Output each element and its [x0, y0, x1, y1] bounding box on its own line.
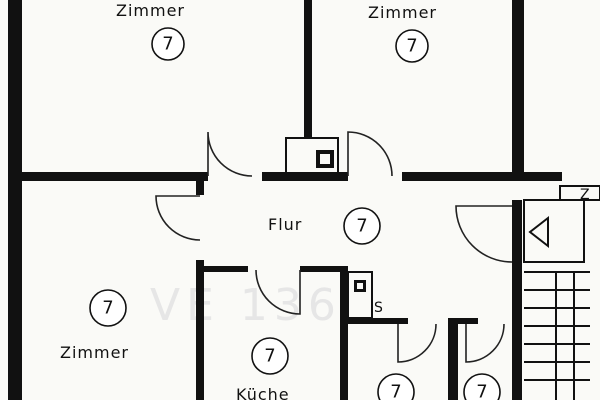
watermark-text: VE 136	[150, 280, 342, 331]
wall-horizontal-left	[8, 172, 208, 181]
wall-hall-left-upper	[196, 181, 204, 195]
door-left-room	[155, 195, 201, 241]
room-label-top-middle: Zimmer	[368, 3, 437, 22]
outer-wall-left	[8, 0, 22, 400]
door-bath1	[397, 323, 437, 363]
room-number-badge-bath2	[463, 373, 501, 400]
wall-stair	[512, 200, 522, 400]
stair-arrow-icon	[528, 215, 549, 249]
wall-bath1-top	[348, 318, 408, 324]
room-number-badge-left	[89, 289, 127, 327]
stair-mark-box	[559, 185, 600, 201]
room-number-badge-kitchen	[251, 337, 289, 375]
room-label-top-left: Zimmer	[116, 1, 185, 20]
door-entrance	[455, 205, 513, 263]
room-number-badge-hallway	[343, 207, 381, 245]
wall-top-right	[512, 0, 524, 180]
room-label-hallway: Flur	[268, 215, 302, 234]
wall-bath2-top	[458, 318, 478, 324]
wall-hall-left-lower	[196, 260, 204, 400]
room-number-top-middle: 7	[406, 36, 417, 57]
chimney-block	[285, 137, 339, 177]
wall-kitchen-right	[340, 266, 348, 400]
door-top-right	[347, 131, 393, 177]
room-number-bath2: 7	[476, 382, 487, 400]
shaft-box	[347, 271, 373, 319]
staircase	[524, 271, 590, 400]
room-number-badge-top-middle	[395, 29, 429, 63]
room-number-top-left: 7	[162, 34, 173, 55]
stair-mark-label: Z	[580, 187, 590, 203]
room-label-left: Zimmer	[60, 343, 129, 362]
room-number-left: 7	[102, 298, 113, 319]
wall-bath-divider	[448, 318, 458, 400]
wall-kitchen-top-left	[204, 266, 248, 272]
room-label-kitchen: Küche	[236, 385, 290, 400]
chimney-opening	[320, 154, 330, 164]
room-number-badge-top-left	[151, 27, 185, 61]
door-top-left	[207, 131, 253, 177]
door-bath2	[465, 323, 505, 363]
stair-landing	[523, 199, 585, 263]
wall-top-divider	[304, 0, 312, 138]
room-number-badge-bath1	[377, 373, 415, 400]
door-kitchen	[255, 269, 301, 315]
room-number-bath1: 7	[390, 382, 401, 400]
room-number-hallway: 7	[356, 216, 367, 237]
wall-horizontal-right	[402, 172, 562, 181]
shaft-opening	[357, 283, 363, 289]
room-number-kitchen: 7	[264, 346, 275, 367]
wall-kitchen-top-right	[300, 266, 346, 272]
shaft-label: S	[374, 300, 383, 316]
